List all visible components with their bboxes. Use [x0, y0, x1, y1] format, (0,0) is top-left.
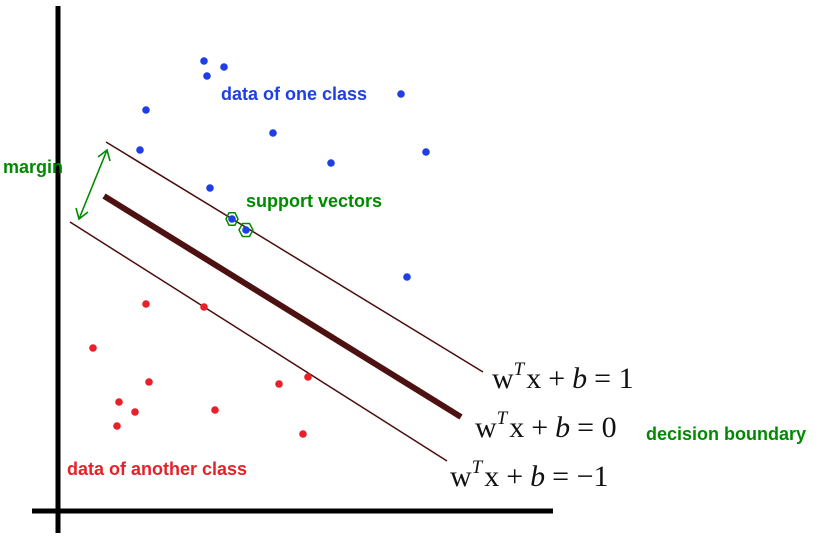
red-point: [211, 406, 219, 414]
blue-point: [397, 90, 405, 98]
red-point: [304, 373, 312, 381]
margin-arrow: [75, 148, 111, 221]
support-vectors-label: support vectors: [246, 191, 382, 211]
blue-point: [242, 226, 250, 234]
red-point: [299, 430, 307, 438]
red-point: [131, 408, 139, 416]
blue-point: [203, 72, 211, 80]
blue-point: [327, 159, 335, 167]
red-point: [115, 398, 123, 406]
upper-margin-line: [105, 141, 484, 373]
blue-point: [142, 106, 150, 114]
blue-point: [228, 215, 236, 223]
support-vector-markers: [225, 212, 254, 238]
blue-point: [206, 184, 214, 192]
red-point: [200, 303, 208, 311]
blue-point: [136, 146, 144, 154]
red-point: [113, 422, 121, 430]
red-point: [275, 380, 283, 388]
blue-point: [403, 273, 411, 281]
lower-margin-equation: wTx+b= −1: [450, 457, 609, 493]
blue-class-label: data of one class: [221, 84, 367, 104]
decision-boundary-label: decision boundary: [646, 424, 806, 444]
upper-margin-equation: wTx+b= 1: [492, 359, 634, 395]
red-point: [89, 344, 97, 352]
blue-point: [220, 63, 228, 71]
support-vector-ring: [238, 222, 254, 238]
lower-margin-line: [69, 221, 448, 462]
blue-point: [422, 148, 430, 156]
blue-point: [269, 129, 277, 137]
red-class-label: data of another class: [67, 459, 247, 479]
decision-boundary-equation: wTx+b= 0: [475, 408, 617, 444]
red-class-points: [89, 300, 312, 438]
blue-class-points: [136, 57, 430, 281]
red-point: [145, 378, 153, 386]
blue-point: [200, 57, 208, 65]
support-vector-ring: [225, 212, 239, 226]
margin-label: margin: [3, 157, 63, 177]
decision-boundary-line: [102, 193, 463, 420]
red-point: [142, 300, 150, 308]
